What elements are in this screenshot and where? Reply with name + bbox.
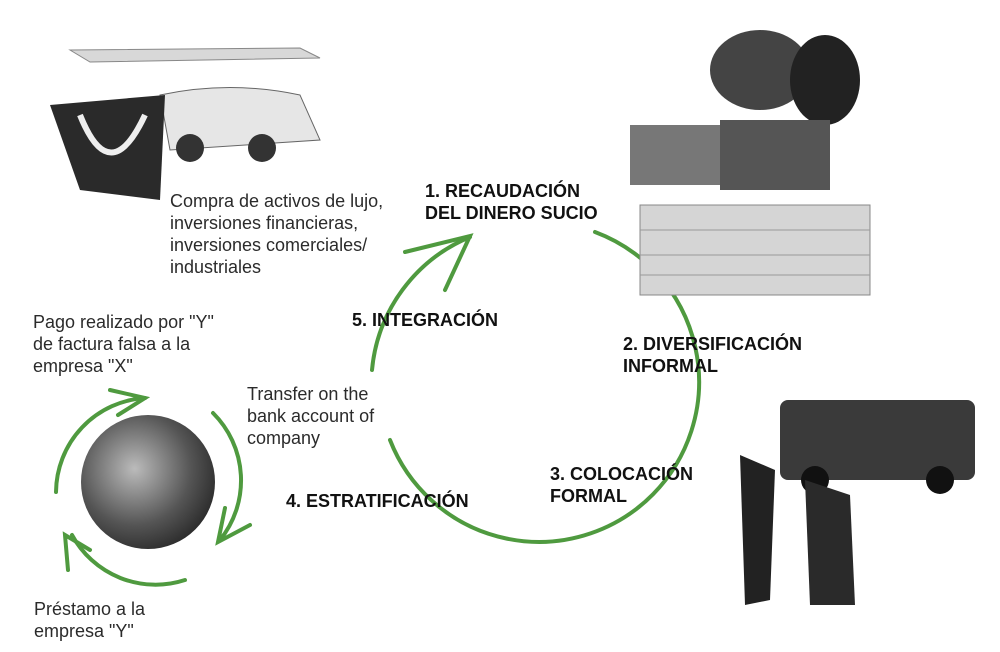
globe-image bbox=[81, 415, 215, 549]
step-1-line-2: DEL DINERO SUCIO bbox=[425, 203, 598, 223]
small-cycle-arrow-top bbox=[54, 396, 147, 494]
step-2-line-1: 2. DIVERSIFICACIÓN bbox=[623, 334, 803, 354]
step-3-line-2: FORMAL bbox=[550, 486, 627, 506]
note-line: empresa "X" bbox=[33, 356, 133, 376]
note-line: industriales bbox=[170, 257, 262, 277]
payment-note: Pago realizado por "Y" de factura falsa … bbox=[33, 311, 214, 377]
step-2-diversification: 2. DIVERSIFICACIÓN INFORMAL bbox=[623, 333, 802, 377]
note-line: empresa "Y" bbox=[34, 621, 134, 641]
small-cycle-arrowhead-right bbox=[215, 506, 252, 546]
note-line: Pago realizado por "Y" bbox=[33, 312, 214, 332]
luxury-note: Compra de activos de lujo, inversiones f… bbox=[170, 190, 383, 278]
note-line: de factura falsa a la bbox=[33, 334, 191, 354]
step-1-line-1: 1. RECAUDACIÓN bbox=[425, 181, 581, 201]
step-3-line-1: 3. COLOCACIÓN bbox=[550, 464, 694, 484]
small-cycle-arrowhead-bottom bbox=[62, 531, 92, 572]
step-5-integration: 5. INTEGRACIÓN bbox=[352, 310, 499, 330]
transfer-note: Transfer on the bank account of company bbox=[247, 383, 374, 449]
loan-note: Préstamo a la empresa "Y" bbox=[34, 598, 145, 642]
note-line: bank account of bbox=[247, 406, 375, 426]
note-line: inversiones financieras, bbox=[170, 213, 359, 233]
note-line: Transfer on the bbox=[247, 384, 369, 404]
armored-truck-image bbox=[740, 400, 975, 605]
small-cycle-arrow-bottom bbox=[70, 533, 187, 587]
small-cycle-arrowhead-top bbox=[108, 388, 151, 417]
step-3-placement: 3. COLOCACIÓN FORMAL bbox=[550, 463, 693, 507]
step-4-layering: 4. ESTRATIFICACIÓN bbox=[286, 491, 469, 511]
small-cycle-arrow-right bbox=[211, 411, 244, 542]
luxury-image bbox=[50, 47, 321, 200]
dirty-money-image bbox=[630, 30, 871, 296]
step-1-collection: 1. RECAUDACIÓN DEL DINERO SUCIO bbox=[425, 180, 598, 224]
main-cycle-arrow-left bbox=[370, 235, 472, 372]
note-line: inversiones comerciales/ bbox=[170, 235, 368, 255]
note-line: Compra de activos de lujo, bbox=[170, 191, 384, 211]
note-line: Préstamo a la bbox=[34, 599, 146, 619]
main-cycle-arrowhead bbox=[403, 233, 474, 292]
step-2-line-2: INFORMAL bbox=[623, 356, 718, 376]
note-line: company bbox=[247, 428, 321, 448]
